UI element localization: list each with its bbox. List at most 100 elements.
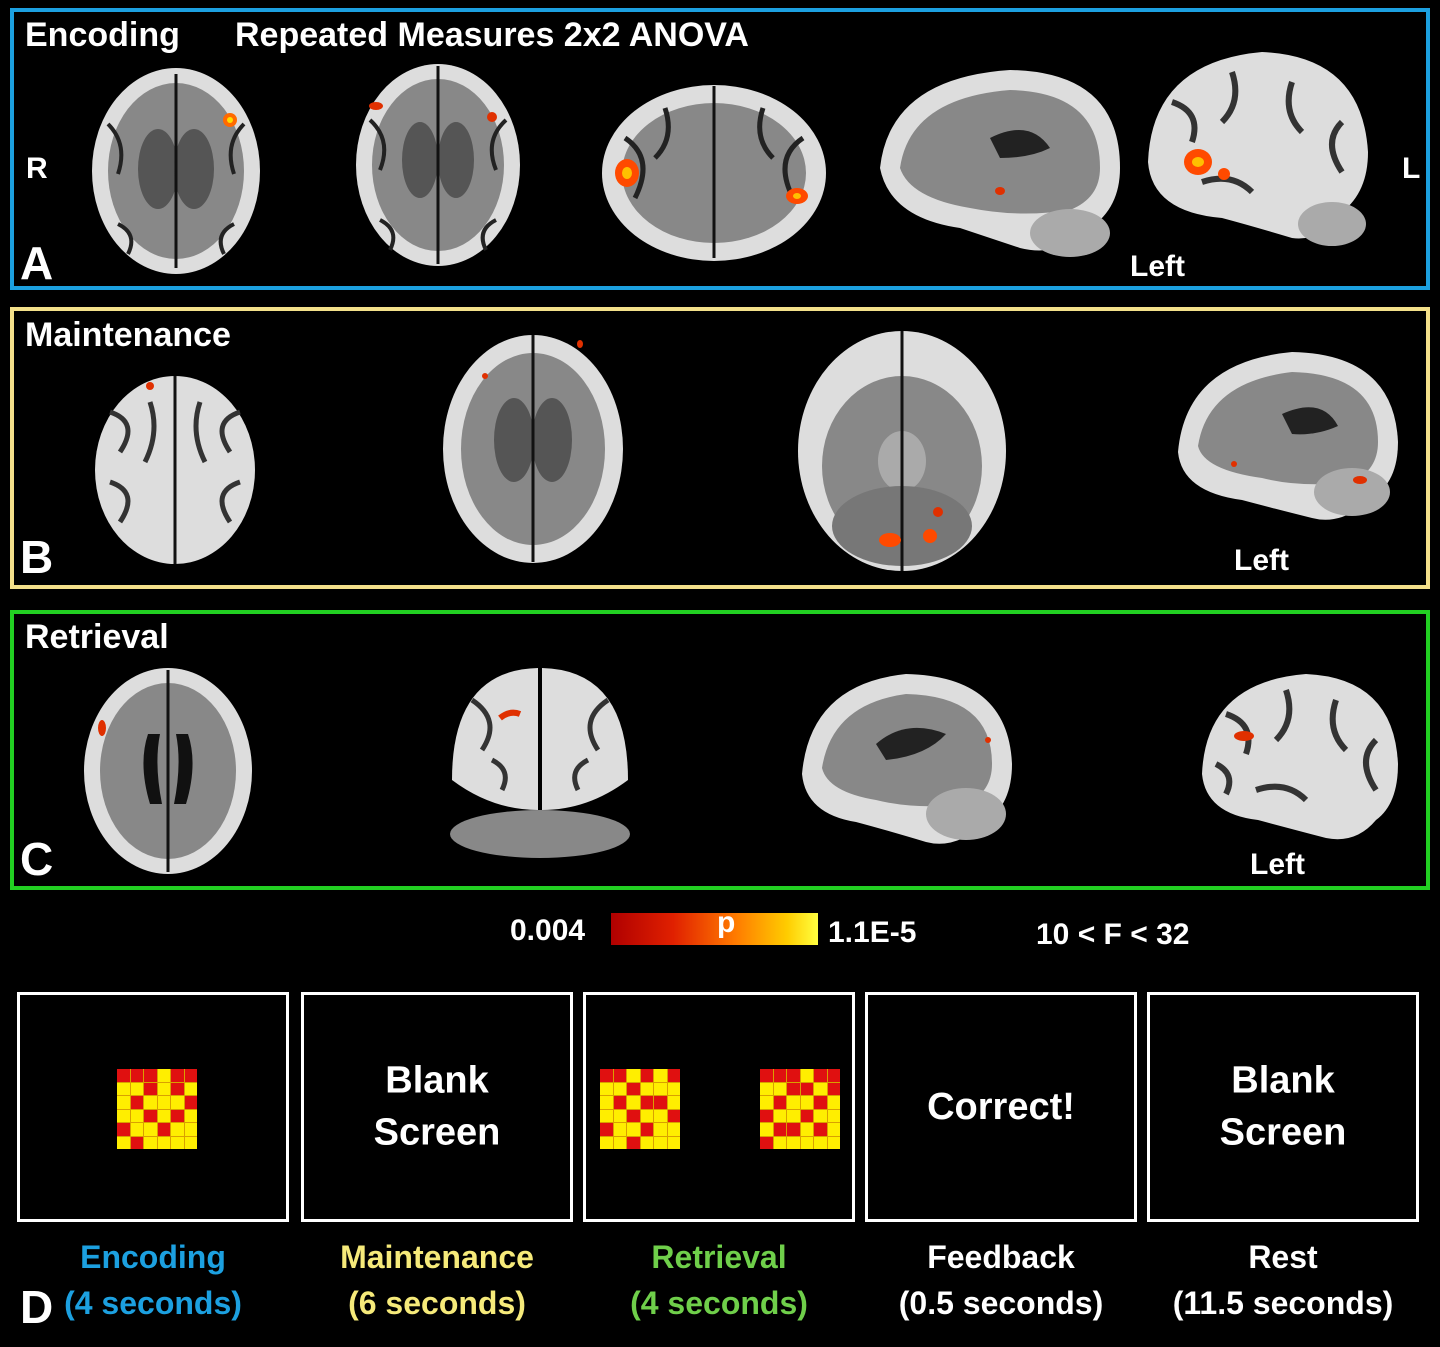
grid-cell [184,1096,197,1109]
grid-cell [814,1096,827,1109]
grid-cell [654,1096,667,1109]
colorbar-gradient [611,913,818,945]
grid-cell [117,1136,130,1149]
grid-cell [157,1082,170,1095]
panel-c-view-label: Left [1250,848,1305,881]
panel-b-view-label: Left [1234,544,1289,577]
grid-cell [773,1069,786,1082]
grid-cell [760,1109,773,1122]
screen-encoding [17,992,289,1222]
grid-cell [827,1096,840,1109]
grid-cell [600,1096,613,1109]
grid-cell [130,1096,143,1109]
screen-text-line1: Correct! [927,1085,1075,1128]
grid-cell [773,1109,786,1122]
grid-cell [787,1069,800,1082]
grid-cell [800,1136,813,1149]
brain-sagittal-slice [880,70,1120,257]
panel-a-title: Encoding [25,16,180,54]
grid-cell [760,1069,773,1082]
panel-a-subtitle: Repeated Measures 2x2 ANOVA [235,16,749,54]
panel-d-letter: D [20,1281,54,1333]
right-hemisphere-label: R [26,152,48,185]
grid-cell [130,1136,143,1149]
grid-cell [171,1123,184,1136]
panel-b-letter: B [20,531,54,583]
grid-cell [814,1123,827,1136]
grid-cell [640,1109,653,1122]
grid-cell [814,1069,827,1082]
grid-cell [627,1109,640,1122]
panel-b-title: Maintenance [25,316,231,354]
brain-sagittal-slice [1178,352,1398,520]
grid-cell [667,1136,680,1149]
grid-cell [613,1069,626,1082]
grid-cell [130,1109,143,1122]
grid-cell [117,1096,130,1109]
grid-cell [787,1082,800,1095]
phase-duration: (0.5 seconds) [898,1285,1104,1322]
panel-c-retrieval [10,610,1430,890]
phase-label-maintenance: Maintenance (6 seconds) [301,1234,573,1327]
phase-duration: (4 seconds) [630,1285,808,1322]
screen-text-line2: Screen [373,1112,501,1154]
grid-cell [613,1136,626,1149]
grid-cell [667,1069,680,1082]
grid-cell [800,1096,813,1109]
grid-cell [144,1096,157,1109]
panel-a-letter: A [20,237,54,289]
phase-label-feedback: Feedback (0.5 seconds) [865,1234,1137,1327]
grid-cell [760,1096,773,1109]
phase-name: Encoding [80,1239,226,1275]
grid-cell [184,1109,197,1122]
grid-cell [157,1136,170,1149]
grid-cell [613,1109,626,1122]
grid-cell [117,1069,130,1082]
phase-name: Feedback [927,1239,1075,1275]
grid-cell [787,1096,800,1109]
colorbar-max-label: 1.1E-5 [828,916,917,949]
grid-cell [654,1069,667,1082]
f-range-label: 10 < F < 32 [1036,918,1190,951]
grid-cell [627,1069,640,1082]
panel-c-letter: C [20,833,54,885]
phase-label-rest: Rest (11.5 seconds) [1147,1234,1419,1327]
grid-cell [827,1109,840,1122]
grid-cell [130,1082,143,1095]
screen-text: Blank Screen [1150,1055,1416,1160]
grid-cell [157,1069,170,1082]
grid-cell [787,1123,800,1136]
grid-cell [827,1123,840,1136]
screen-feedback: Correct! [865,992,1137,1222]
grid-cell [667,1096,680,1109]
brain-coronal-posterior-slice [450,668,630,858]
grid-cell [171,1082,184,1095]
panel-c-title: Retrieval [25,618,169,656]
grid-cell [787,1109,800,1122]
grid-cell [157,1096,170,1109]
brain-axial-slice [92,68,260,274]
brain-axial-slice [95,376,255,564]
grid-cell [654,1123,667,1136]
grid-cell [184,1069,197,1082]
grid-cell [627,1136,640,1149]
grid-cell [827,1082,840,1095]
grid-cell [613,1082,626,1095]
grid-cell [117,1082,130,1095]
grid-cell [827,1136,840,1149]
grid-cell [600,1082,613,1095]
grid-cell [667,1123,680,1136]
grid-cell [760,1136,773,1149]
grid-cell [144,1109,157,1122]
grid-cell [667,1082,680,1095]
brain-sagittal-slice [1148,52,1368,246]
screen-text: Correct! [868,1081,1134,1133]
grid-cell [773,1123,786,1136]
grid-cell [800,1069,813,1082]
grid-cell [800,1082,813,1095]
stimulus-grid [117,1069,197,1149]
phase-name: Maintenance [340,1239,534,1275]
phase-duration: (4 seconds) [64,1285,242,1322]
grid-cell [627,1082,640,1095]
grid-cell [130,1123,143,1136]
